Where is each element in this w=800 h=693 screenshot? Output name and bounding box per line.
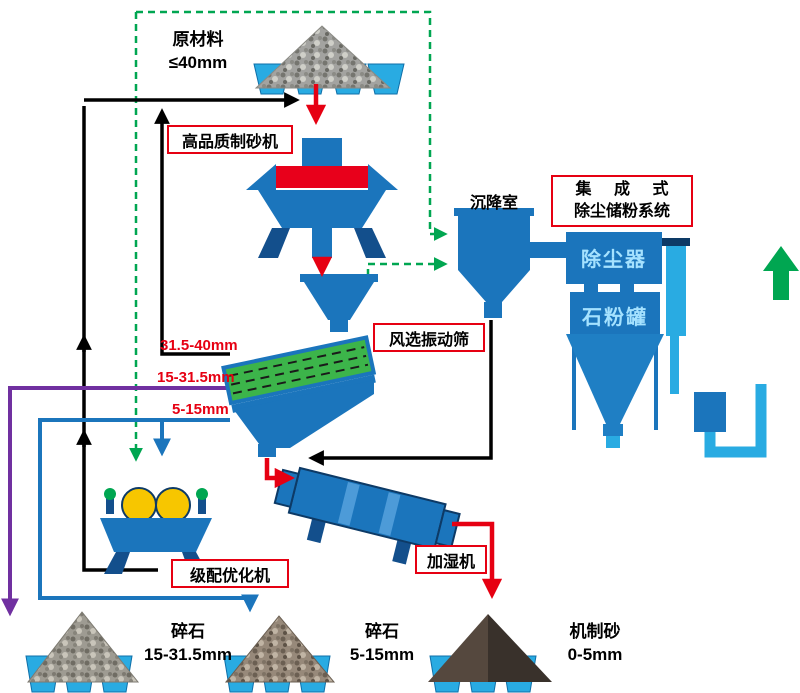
pump-and-pipes — [694, 384, 767, 458]
dust-system-label-line2: 除尘储粉系统 — [573, 203, 670, 220]
dust-system-label: 集 成 式 除尘储粉系统 — [551, 175, 693, 227]
settling-chamber-label: 沉降室 — [469, 195, 518, 212]
gradation-machine-label: 级配优化机 — [171, 559, 289, 588]
powder-tank-box — [566, 292, 664, 448]
raw-material-pile — [254, 25, 392, 89]
dust-collector-box — [566, 232, 662, 292]
sand-making-machine — [246, 138, 398, 258]
pile-crushed-stone-5-15 — [224, 615, 336, 683]
sand-machine-label: 高品质制砂机 — [167, 125, 293, 154]
flow-line-purple — [1, 386, 230, 617]
humidifier-label: 加湿机 — [415, 545, 487, 574]
pile1-label: 碎石 15-31.5mm — [136, 620, 240, 666]
clean-air-arrow-icon — [763, 246, 799, 300]
pile3-label: 机制砂 0-5mm — [546, 620, 644, 666]
pile2-size: 5-15mm — [349, 645, 415, 664]
raw-material-name: 原材料 — [172, 30, 224, 49]
pile2-label: 碎石 5-15mm — [336, 620, 428, 666]
dust-system-label-line1: 集 成 式 — [575, 181, 678, 198]
pile1-name: 碎石 — [171, 622, 205, 641]
pile-machine-sand — [428, 614, 552, 682]
raw-material-label: 原材料 ≤40mm — [148, 28, 248, 74]
pile3-size: 0-5mm — [567, 645, 623, 664]
pile2-name: 碎石 — [365, 622, 399, 641]
size-label-5-15: 5-15mm — [172, 401, 229, 418]
flow-lines-black — [76, 92, 493, 572]
size-label-31-40: 31.5-40mm — [160, 337, 238, 354]
dust-collector-text: 除尘器 — [581, 249, 647, 271]
powder-tank-text: 石粉罐 — [582, 307, 648, 329]
pile3-name: 机制砂 — [569, 622, 621, 641]
settling-chamber — [454, 208, 566, 318]
raw-material-size: ≤40mm — [168, 53, 228, 72]
size-label-15-31: 15-31.5mm — [157, 369, 235, 386]
slim-tank — [662, 238, 690, 394]
pile1-size: 15-31.5mm — [144, 645, 232, 664]
flow-lines-red — [264, 84, 503, 599]
gradation-machine — [100, 487, 212, 574]
pile-crushed-stone-15-31 — [26, 611, 140, 683]
vibrating-screen — [221, 335, 377, 457]
flow-lines-blue — [38, 418, 259, 613]
flow-lines-green-dashed — [129, 10, 448, 462]
feed-hopper — [300, 274, 378, 332]
vibrating-screen-label: 风选振动筛 — [373, 323, 485, 352]
